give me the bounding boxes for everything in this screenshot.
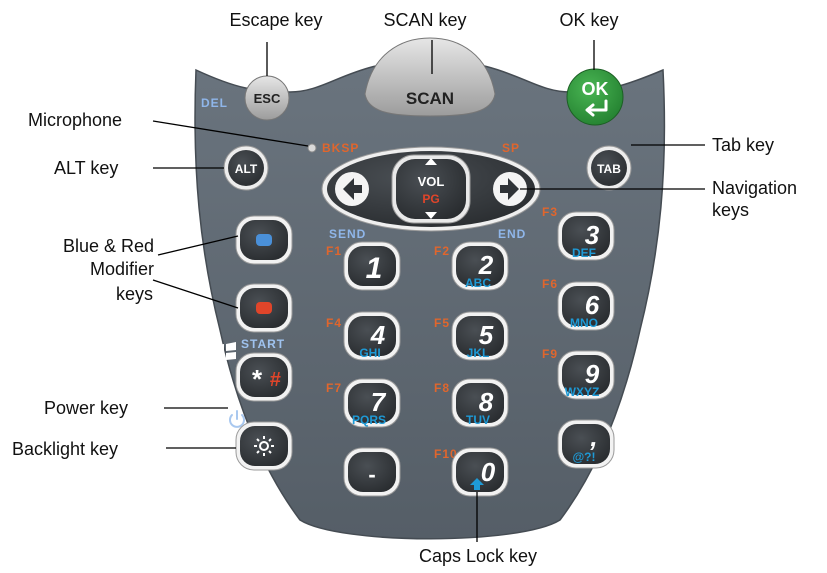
windows-flag-icon [216,342,236,361]
nav-right-arrow-icon [500,178,519,200]
comma-key-symbols: @?! [572,450,595,464]
enter-arrow-icon [585,99,608,117]
key-5-digit: 5 [479,320,494,350]
key-4-digit: 4 [370,320,386,350]
comma-key[interactable]: , @?! [557,419,615,469]
dash-label: - [368,462,375,487]
f9-label: F9 [542,347,558,361]
key-6[interactable]: 6 MNO [557,281,615,331]
f4-label: F4 [326,316,342,330]
key-5-letters: JKL [467,346,490,360]
key-7-letters: PQRS [352,413,386,427]
key-0[interactable]: 0 [451,447,509,497]
backlight-callout: Backlight key [12,439,118,459]
key-4-letters: GHI [359,346,380,360]
key-3-letters: DEF [572,246,596,260]
alt-callout: ALT key [54,158,118,178]
key-7-digit: 7 [371,387,387,417]
key-2[interactable]: 2 ABC [451,241,509,291]
modifier-callout-line3: keys [116,284,153,304]
caps-lock-callout: Caps Lock key [419,546,537,566]
tab-key-label: TAB [597,162,621,176]
key-9-letters: WXYZ [565,385,600,399]
key-9-digit: 9 [585,359,600,389]
ok-callout: OK key [559,10,618,30]
start-label: START [241,337,285,351]
f7-label: F7 [326,381,342,395]
tab-callout: Tab key [712,135,774,155]
scan-key[interactable]: SCAN [364,37,496,117]
blue-modifier-leader [157,235,239,256]
nav-up-icon [425,158,437,165]
key-9[interactable]: 9 WXYZ [557,350,615,400]
sp-label: SP [502,141,520,155]
backlight-key[interactable] [235,421,293,471]
key-0-digit: 0 [481,457,496,487]
vol-label: VOL [418,174,445,189]
scan-key-label: SCAN [406,89,454,108]
bksp-label: BKSP [322,141,359,155]
end-label: END [498,227,526,241]
caps-lock-arrow-icon [470,478,484,490]
key-5[interactable]: 5 JKL [451,311,509,361]
start-logo: START [216,337,285,361]
key-8[interactable]: 8 TUV [451,378,509,428]
microphone-leader [152,120,309,147]
star-hash-key[interactable]: * # [235,352,293,402]
star-label: * [252,364,263,394]
key-3-digit: 3 [585,220,600,250]
key-2-digit: 2 [478,250,494,280]
pg-label: PG [422,192,439,206]
power-indicator [229,410,245,428]
f2-label: F2 [434,244,450,258]
red-modifier-leader [152,279,239,309]
blue-modifier-key[interactable] [235,215,293,265]
navigation-callout-line2: keys [712,200,749,220]
f3-label: F3 [542,205,558,219]
microphone-callout: Microphone [28,110,122,130]
ok-key-label: OK [582,79,609,99]
f10-label: F10 [434,447,458,461]
key-7[interactable]: 7 PQRS [343,378,401,428]
power-callout: Power key [44,398,128,418]
power-icon [229,410,245,428]
key-8-letters: TUV [466,413,490,427]
navigation-keys[interactable]: VOL PG [321,146,541,232]
del-label: DEL [201,96,228,110]
key-4[interactable]: 4 GHI [343,311,401,361]
sun-icon [254,436,274,456]
f5-label: F5 [434,316,450,330]
f8-label: F8 [434,381,450,395]
alt-key[interactable]: ALT [223,145,269,191]
alt-key-label: ALT [235,162,258,176]
nav-left-arrow-icon [343,178,362,200]
key-6-letters: MNO [570,316,598,330]
key-3[interactable]: 3 DEF [557,211,615,261]
comma-label: , [589,422,597,452]
microphone-hole [307,143,317,153]
key-8-digit: 8 [479,387,494,417]
f6-label: F6 [542,277,558,291]
key-1[interactable]: 1 [343,241,401,291]
key-1-digit: 1 [366,252,383,285]
red-modifier-key[interactable] [235,283,293,333]
modifier-callout-line2: Modifier [90,259,154,279]
hash-label: # [269,369,281,391]
navigation-callout-line1: Navigation [712,178,797,198]
key-2-letters: ABC [465,276,491,290]
ok-key[interactable]: OK [566,68,624,126]
f1-label: F1 [326,244,342,258]
nav-down-icon [425,212,437,219]
tab-key[interactable]: TAB [586,145,632,191]
dash-key[interactable]: - [343,447,401,497]
escape-key[interactable]: ESC [244,75,290,121]
scan-callout: SCAN key [383,10,466,30]
key-6-digit: 6 [585,290,600,320]
escape-key-label: ESC [254,91,281,106]
send-label: SEND [329,227,366,241]
modifier-callout-line1: Blue & Red [63,236,154,256]
escape-callout: Escape key [229,10,322,30]
